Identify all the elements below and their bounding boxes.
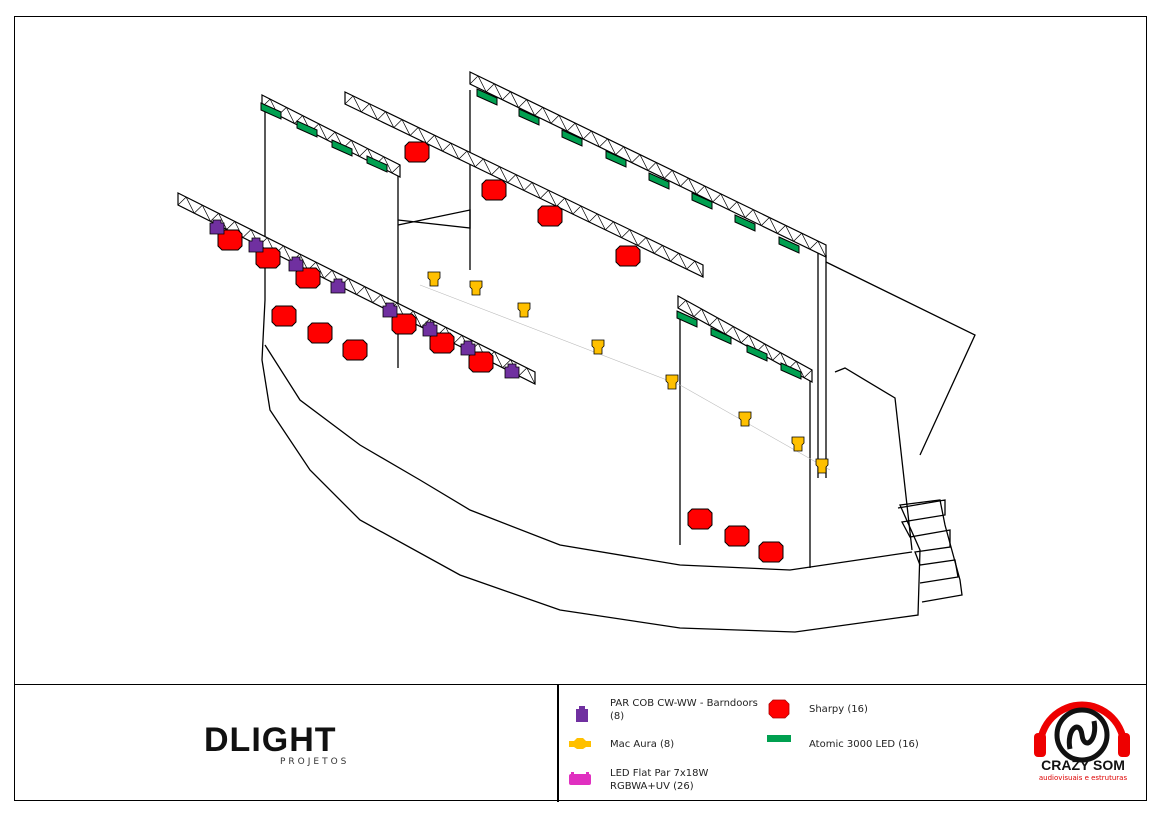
sharpy-fixture — [468, 351, 494, 373]
legend-mac-aura: Mac Aura (8) — [610, 739, 675, 750]
aura-fixture — [427, 271, 441, 287]
crazy-som-logo — [1034, 701, 1130, 763]
sharpy-fixture — [481, 179, 507, 201]
atomic-fixture — [648, 172, 670, 190]
atomic-icon — [767, 735, 791, 742]
sharpy-fixture — [687, 508, 713, 530]
legend-par-cob: PAR COB CW-WW - Barndoors(8) — [610, 698, 758, 722]
truss — [677, 294, 813, 384]
atomic-fixture — [691, 192, 713, 210]
sharpy-fixture — [537, 205, 563, 227]
par-fixture — [330, 278, 346, 294]
aura-fixture — [517, 302, 531, 318]
atomic-fixture — [366, 155, 388, 173]
sharpy-fixture — [271, 305, 297, 327]
atomic-fixture — [331, 139, 353, 157]
aura-fixture — [791, 436, 805, 452]
par-cob-icon — [576, 706, 588, 722]
drawing-frame — [14, 16, 1147, 801]
aura-fixture — [815, 458, 829, 474]
atomic-fixture — [746, 344, 768, 362]
atomic-fixture — [676, 310, 698, 328]
sharpy-icon — [768, 699, 790, 719]
par-fixture — [422, 321, 438, 337]
atomic-fixture — [296, 120, 318, 138]
sharpy-fixture — [615, 245, 641, 267]
par-fixture — [288, 256, 304, 272]
sharpy-fixture — [255, 247, 281, 269]
led-flat-par-icon — [569, 772, 591, 785]
atomic-fixture — [780, 362, 802, 380]
title-block: DLIGHT PROJETOS PAR COB CW-WW - Barndoor… — [14, 684, 1147, 802]
atomic-fixture — [260, 102, 282, 120]
aura-fixture — [591, 339, 605, 355]
sharpy-fixture — [295, 267, 321, 289]
crazy-som-name: CRAZY SOM — [1041, 757, 1125, 773]
dlight-logo-sub: PROJETOS — [280, 757, 350, 767]
sharpy-fixture — [391, 313, 417, 335]
sharpy-fixture — [404, 141, 430, 163]
legend-atomic: Atomic 3000 LED (16) — [809, 739, 919, 750]
sharpy-fixture — [307, 322, 333, 344]
title-block-divider — [557, 685, 559, 802]
atomic-fixture — [561, 129, 583, 147]
crazy-som-tagline: audiovisuais e estruturas — [1038, 774, 1128, 782]
par-fixture — [382, 302, 398, 318]
sharpy-fixture — [342, 339, 368, 361]
par-fixture — [209, 219, 225, 235]
sharpy-fixture — [429, 332, 455, 354]
aura-fixture — [469, 280, 483, 296]
legend-sharpy: Sharpy (16) — [809, 704, 868, 715]
aura-fixture — [738, 411, 752, 427]
stage-outline — [261, 90, 976, 633]
truss — [469, 71, 827, 258]
mac-aura-icon — [569, 738, 591, 749]
atomic-fixture — [734, 214, 756, 232]
par-fixture — [248, 237, 264, 253]
dlight-logo: DLIGHT — [204, 721, 337, 759]
sharpy-fixture — [758, 541, 784, 563]
truss — [344, 91, 704, 278]
sharpy-fixture — [724, 525, 750, 547]
aura-fixture — [665, 374, 679, 390]
atomic-fixture — [710, 327, 732, 345]
par-fixture — [460, 340, 476, 356]
atomic-fixture — [518, 108, 540, 126]
atomic-fixture — [605, 150, 627, 168]
sharpy-fixture — [217, 229, 243, 251]
atomic-fixture — [476, 88, 498, 106]
par-fixture — [504, 363, 520, 379]
atomic-fixture — [778, 236, 800, 254]
